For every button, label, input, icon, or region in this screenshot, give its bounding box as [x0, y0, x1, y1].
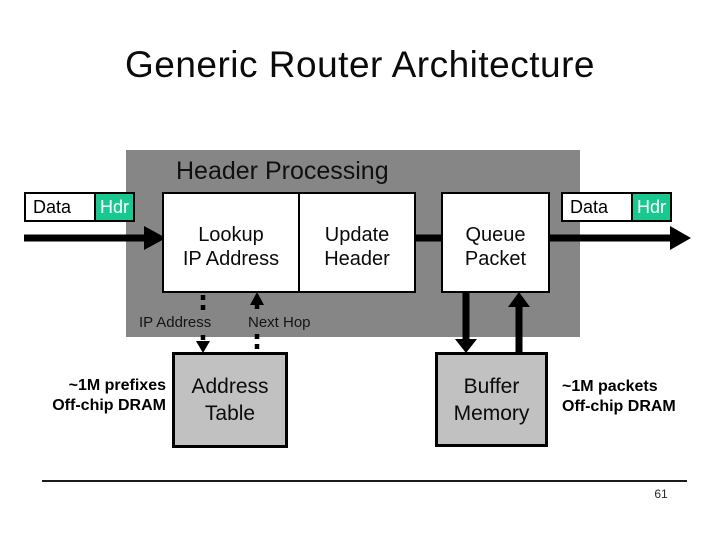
page-number: 61 — [654, 487, 668, 501]
queue-packet-box: Queue Packet — [441, 192, 550, 293]
packet-in-data-cell: Data — [24, 192, 96, 222]
update-line2: Header — [324, 247, 390, 270]
packets-note-line2: Off-chip DRAM — [562, 398, 676, 415]
buffer-memory-line2: Memory — [453, 401, 530, 425]
packet-label-out: Data Hdr — [561, 192, 672, 222]
queue-line2: Packet — [464, 247, 527, 270]
packet-out-data-cell: Data — [561, 192, 633, 222]
packets-note: ~1M packets Off-chip DRAM — [562, 377, 702, 417]
packets-note-line1: ~1M packets — [562, 378, 658, 395]
prefixes-note-line1: ~1M prefixes — [68, 377, 166, 394]
prefixes-note-line2: Off-chip DRAM — [52, 397, 166, 414]
packet-out-hdr-cell: Hdr — [631, 192, 672, 222]
packet-label-in: Data Hdr — [24, 192, 135, 222]
queue-line1: Queue — [465, 223, 526, 246]
packet-in-hdr-cell: Hdr — [94, 192, 135, 222]
lookup-line2: IP Address — [182, 247, 280, 270]
address-table-box: Address Table — [172, 352, 288, 448]
address-table-line2: Table — [204, 402, 256, 425]
buffer-memory-line1: Buffer — [463, 374, 520, 398]
prefixes-note: ~1M prefixes Off-chip DRAM — [28, 376, 166, 416]
lookup-line1: Lookup — [198, 223, 264, 246]
slide-title: Generic Router Architecture — [124, 44, 596, 85]
lookup-ip-address-box: Lookup IP Address — [162, 192, 300, 293]
buffer-memory-box: Buffer Memory — [435, 352, 548, 447]
ip-address-label: IP Address — [136, 312, 215, 333]
update-header-box: Update Header — [298, 192, 416, 293]
panel-title: Header Processing — [176, 157, 389, 185]
address-table-line1: Address — [191, 375, 269, 398]
footer-divider — [42, 480, 687, 482]
next-hop-label: Next Hop — [245, 312, 314, 333]
update-line1: Update — [324, 223, 390, 246]
